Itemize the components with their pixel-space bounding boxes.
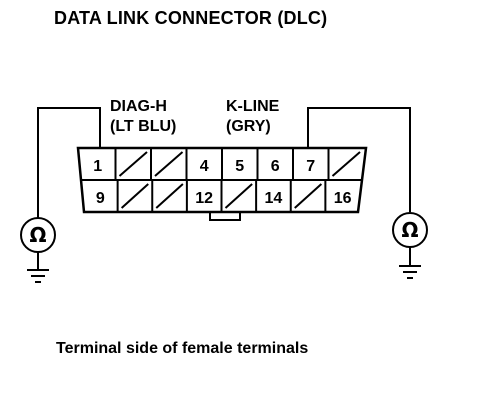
k-line-label: K-LINE <box>226 98 280 115</box>
diag-h-wire <box>37 107 101 218</box>
right-ohm-symbol: Ω <box>401 218 418 242</box>
terminal-9-label: 9 <box>96 190 105 207</box>
terminal-4-label: 4 <box>200 158 209 175</box>
blank-terminal-slash <box>154 151 184 177</box>
blank-terminal-slash <box>118 151 148 177</box>
terminal-5-label: 5 <box>235 158 244 175</box>
terminal-12-label: 12 <box>195 190 213 207</box>
left-ground-icon <box>27 269 49 283</box>
blank-terminal-slash <box>120 183 149 209</box>
terminal-16-label: 16 <box>334 190 352 207</box>
blank-terminal-slash <box>224 183 253 209</box>
connector-housing <box>76 146 368 214</box>
terminal-1-label: 1 <box>93 158 102 175</box>
k-line-wire <box>307 107 411 212</box>
blank-terminal-slash <box>331 151 361 177</box>
diagram-title: DATA LINK CONNECTOR (DLC) <box>54 8 328 28</box>
diag-h-label: DIAG-H <box>110 98 167 115</box>
blank-terminal-slash <box>294 183 323 209</box>
connector-latch <box>209 211 241 221</box>
terminal-6-label: 6 <box>271 158 280 175</box>
left-ohm-symbol: Ω <box>29 223 46 247</box>
diag-h-wire-color: (LT BLU) <box>110 118 177 135</box>
k-line-wire-color: (GRY) <box>226 118 271 135</box>
terminal-14-label: 14 <box>265 190 283 207</box>
caption: Terminal side of female terminals <box>56 340 309 357</box>
right-ground-icon <box>399 265 421 279</box>
terminal-7-label: 7 <box>306 158 315 175</box>
blank-terminal-slash <box>155 183 184 209</box>
